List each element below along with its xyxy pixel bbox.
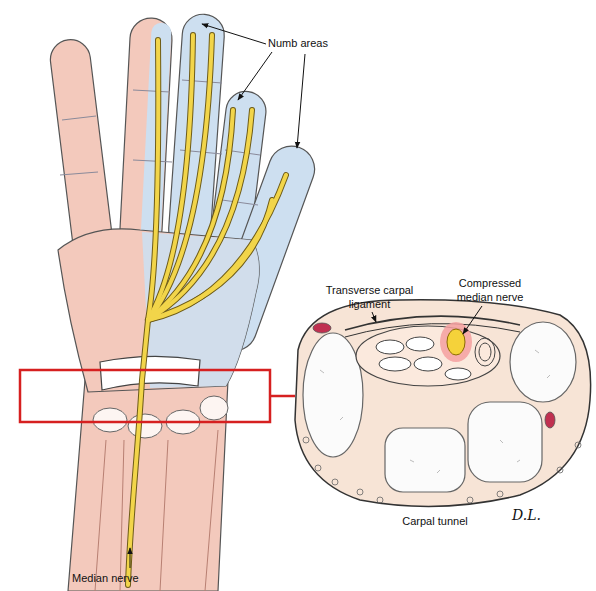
flexor-tendon — [479, 343, 491, 361]
part-label: Compressed median nerve — [444, 276, 536, 304]
leader-line — [372, 312, 376, 322]
leader-line — [130, 548, 131, 568]
median-nerve — [128, 320, 148, 585]
carpal-bone — [128, 414, 162, 438]
flexor-tendon — [414, 357, 442, 371]
small-tendon — [557, 467, 563, 473]
flexor-tendon — [475, 338, 495, 366]
compressed-median-nerve — [447, 329, 465, 355]
flexor-tendon — [379, 357, 411, 371]
carpal-bone — [200, 396, 228, 420]
part-label: Transverse carpal ligament — [322, 283, 417, 311]
small-tendon — [315, 465, 321, 471]
ring-finger — [119, 17, 173, 251]
small-tendon — [467, 497, 473, 503]
radius-outline — [160, 440, 168, 591]
section-link — [270, 395, 295, 398]
flexor-tendon — [376, 340, 404, 354]
nerve-branch — [148, 35, 212, 320]
median-nerve-outline — [128, 35, 286, 585]
transverse-carpal-ligament — [100, 356, 200, 390]
blood-vessel — [313, 323, 331, 333]
carpal-bone — [303, 333, 363, 457]
section-marker — [20, 370, 270, 422]
nerve-branch — [148, 35, 212, 320]
blood-vessel — [545, 412, 555, 428]
median-nerve — [128, 320, 148, 585]
leader-line — [238, 52, 272, 100]
wrist-cross-section — [295, 300, 591, 507]
small-tendon — [357, 489, 363, 495]
leader-line — [297, 54, 305, 148]
small-tendon — [303, 437, 309, 443]
nerve-branch — [148, 40, 158, 320]
flexor-tendon — [445, 368, 471, 380]
bone-texture — [320, 350, 550, 473]
flexor-tendon — [406, 337, 434, 351]
median-nerve-fill — [128, 35, 286, 585]
small-tendon — [332, 479, 338, 485]
small-tendon — [377, 497, 383, 503]
radius-outline — [205, 430, 218, 591]
ligament-section — [345, 316, 520, 330]
carpal-bone — [510, 322, 576, 402]
section-title: Carpal tunnel — [390, 514, 480, 528]
carpal-bone — [468, 402, 542, 482]
ulna-outline — [95, 440, 106, 591]
leader-line — [463, 306, 482, 334]
little-finger — [48, 37, 115, 262]
carpal-bone — [93, 408, 127, 432]
ulna-outline — [120, 440, 124, 591]
carpal-tunnel — [356, 326, 500, 386]
carpal-bone — [385, 428, 465, 492]
forearm — [68, 380, 228, 591]
ligament-section — [345, 324, 520, 337]
small-tendons — [303, 437, 581, 503]
nerve-branch — [148, 35, 193, 320]
nerve-branch — [148, 40, 158, 320]
callout-label: Numb areas — [268, 36, 358, 50]
part-label: Median nerve — [72, 571, 182, 585]
leader-line — [202, 24, 266, 44]
artist-signature: D.L. — [512, 508, 562, 522]
small-tendon — [497, 491, 503, 497]
small-tendon — [575, 442, 581, 448]
